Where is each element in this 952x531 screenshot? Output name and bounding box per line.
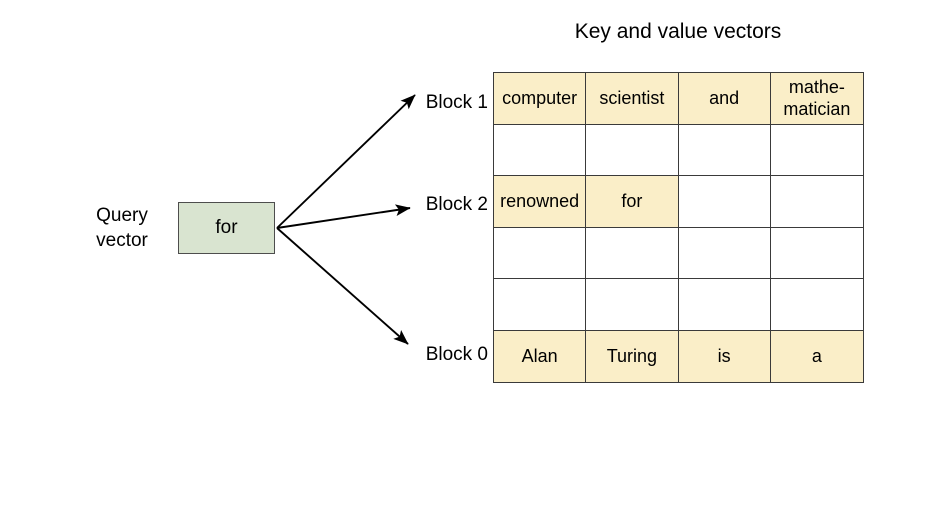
- grid-cell-r5-c3[interactable]: a: [770, 330, 863, 382]
- query-token-text: for: [215, 217, 238, 238]
- grid-cell-text: renowned: [500, 191, 580, 212]
- block-label-2: Block 2: [425, 194, 488, 215]
- block-label-1: Block 1: [425, 92, 488, 113]
- page-title: Key and value vectors: [574, 20, 782, 43]
- grid-cell-r4-c3[interactable]: [770, 279, 863, 331]
- grid-cell-r1-c1[interactable]: [586, 124, 679, 176]
- block-label-0: Block 0: [425, 344, 488, 365]
- grid-cell-r1-c0[interactable]: [494, 124, 587, 176]
- grid-cell-r0-c1[interactable]: scientist: [586, 73, 679, 125]
- grid-cell-r5-c2[interactable]: is: [678, 330, 771, 382]
- query-vector-box[interactable]: for: [178, 202, 275, 254]
- grid-cell-r5-c1[interactable]: Turing: [586, 330, 679, 382]
- grid-cell-r0-c3[interactable]: mathe-matician: [770, 73, 863, 125]
- query-vector-label-line2: vector: [96, 230, 148, 251]
- query-vector-label: Query vector: [72, 203, 172, 253]
- grid-cell-r5-c0[interactable]: Alan: [494, 330, 587, 382]
- grid-cell-r2-c3[interactable]: [770, 176, 863, 228]
- grid-cell-r3-c0[interactable]: [494, 227, 587, 279]
- grid-cell-text: Alan: [521, 346, 558, 367]
- grid-cell-text: Turing: [606, 346, 658, 367]
- query-vector-label-line1: Query: [96, 205, 148, 226]
- grid-cell-r2-c0[interactable]: renowned: [494, 176, 587, 228]
- key-value-grid: computer scientist and mathe-matician renown…: [493, 72, 864, 383]
- grid-cell-r0-c2[interactable]: and: [678, 73, 771, 125]
- grid-cell-r1-c2[interactable]: [678, 124, 771, 176]
- grid-cell-text-line: mathe-: [788, 77, 845, 98]
- grid-cell-r2-c2[interactable]: [678, 176, 771, 228]
- arrow-to-block-1: [276, 94, 416, 229]
- grid-cell-r4-c2[interactable]: [678, 279, 771, 331]
- grid-cell-text: and: [709, 88, 740, 109]
- grid-cell-r4-c0[interactable]: [494, 279, 587, 331]
- grid-cell-r3-c3[interactable]: [770, 227, 863, 279]
- arrow-to-block-0: [276, 227, 409, 345]
- grid-cell-text: scientist: [599, 88, 665, 109]
- grid-cell-text: is: [717, 346, 731, 367]
- grid-cell-text: a: [811, 346, 822, 367]
- grid-cell-text-line: matician: [783, 99, 851, 120]
- grid-cell-r0-c0[interactable]: computer: [494, 73, 587, 125]
- grid-cell-r4-c1[interactable]: [586, 279, 679, 331]
- arrow-to-block-2: [276, 204, 411, 229]
- grid-cell-r2-c1[interactable]: for: [586, 176, 679, 228]
- grid-cell-r3-c1[interactable]: [586, 227, 679, 279]
- grid-cell-text: for: [621, 191, 643, 212]
- grid-cell-r3-c2[interactable]: [678, 227, 771, 279]
- grid-cell-text: computer: [502, 88, 578, 109]
- grid-cell-r1-c3[interactable]: [770, 124, 863, 176]
